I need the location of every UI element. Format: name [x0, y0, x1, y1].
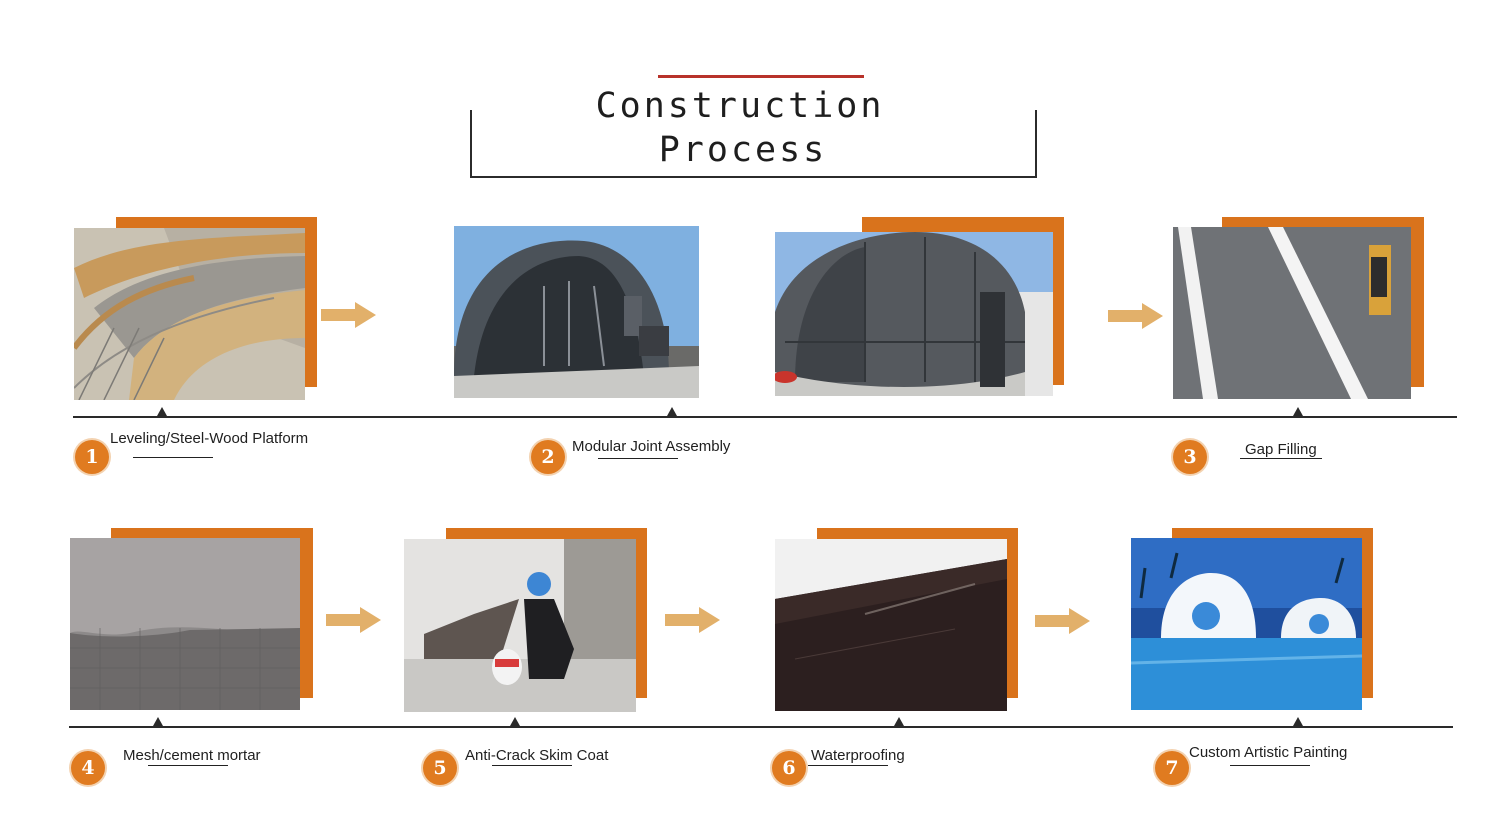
photo-gap-filling: [1173, 227, 1411, 399]
title-accent-line: [658, 75, 864, 78]
photo-artistic-painting: [1131, 538, 1362, 710]
title-frame-gap: [555, 100, 947, 120]
timeline-row-2: [69, 726, 1453, 728]
step-label-1: Leveling/Steel-Wood Platform: [110, 430, 309, 447]
right-arrow-icon: [665, 607, 721, 633]
step-badge-1: 1: [75, 440, 109, 474]
step-label-3: Gap Filling: [1245, 441, 1317, 458]
step-underline-6: [808, 765, 888, 766]
step-underline-3: [1240, 458, 1322, 459]
right-arrow-icon: [326, 607, 382, 633]
timeline-marker-5: [510, 717, 520, 726]
right-arrow-icon: [1108, 303, 1164, 329]
step-badge-5: 5: [423, 751, 457, 785]
step-badge-7: 7: [1155, 751, 1189, 785]
title-frame: [470, 110, 1037, 178]
step-label-5: Anti-Crack Skim Coat: [465, 747, 609, 764]
page-title: Construction Process: [560, 84, 920, 172]
step-badge-2: 2: [531, 440, 565, 474]
timeline-marker-6: [894, 717, 904, 726]
right-arrow-icon: [321, 302, 377, 328]
step-label-6: Waterproofing: [811, 747, 905, 764]
step-label-2: Modular Joint Assembly: [572, 438, 731, 455]
timeline-marker-1: [157, 407, 167, 416]
timeline-marker-2: [667, 407, 677, 416]
step-underline-4: [148, 765, 228, 766]
title-line-2: Process: [658, 130, 828, 170]
step-label-7: Custom Artistic Painting: [1189, 744, 1348, 761]
right-arrow-icon: [1035, 608, 1091, 634]
step-underline-2: [598, 458, 678, 459]
step-underline-1: [133, 457, 213, 458]
photo-leveling-platform: [74, 228, 305, 400]
photo-skim-coat: [404, 539, 636, 712]
title-line-1: Construction: [595, 86, 885, 126]
step-badge-6: 6: [772, 751, 806, 785]
step-label-4: Mesh/cement mortar: [123, 747, 261, 764]
timeline-marker-3: [1293, 407, 1303, 416]
timeline-marker-4: [153, 717, 163, 726]
step-badge-4: 4: [71, 751, 105, 785]
photo-modular-assembly: [454, 226, 699, 398]
step-badge-3: 3: [1173, 440, 1207, 474]
step-underline-5: [492, 765, 572, 766]
photo-mesh-mortar: [70, 538, 300, 710]
timeline-marker-7: [1293, 717, 1303, 726]
photo-waterproofing: [775, 539, 1007, 711]
timeline-row-1: [73, 416, 1457, 418]
photo-dome-panels: [775, 232, 1053, 396]
step-underline-7: [1230, 765, 1310, 766]
